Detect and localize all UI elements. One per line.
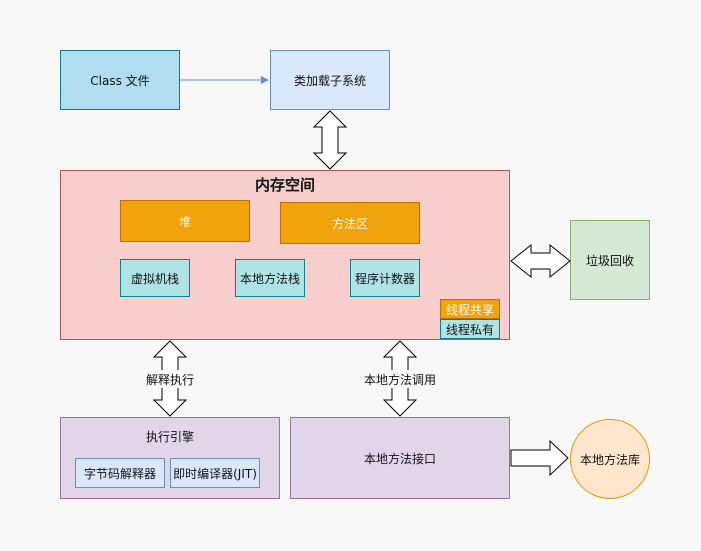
edge-label-native-call: 本地方法调用 (358, 370, 442, 388)
native-interface-node: 本地方法接口 (290, 417, 510, 499)
memory-space-container (60, 170, 510, 340)
gc-node: 垃圾回收 (570, 220, 650, 300)
arrow-native-to-library (510, 439, 569, 477)
double-arrow-memory-gc (510, 243, 571, 279)
double-arrow-loader-memory (312, 110, 348, 170)
edge-label-interpret: 解释执行 (138, 370, 202, 388)
